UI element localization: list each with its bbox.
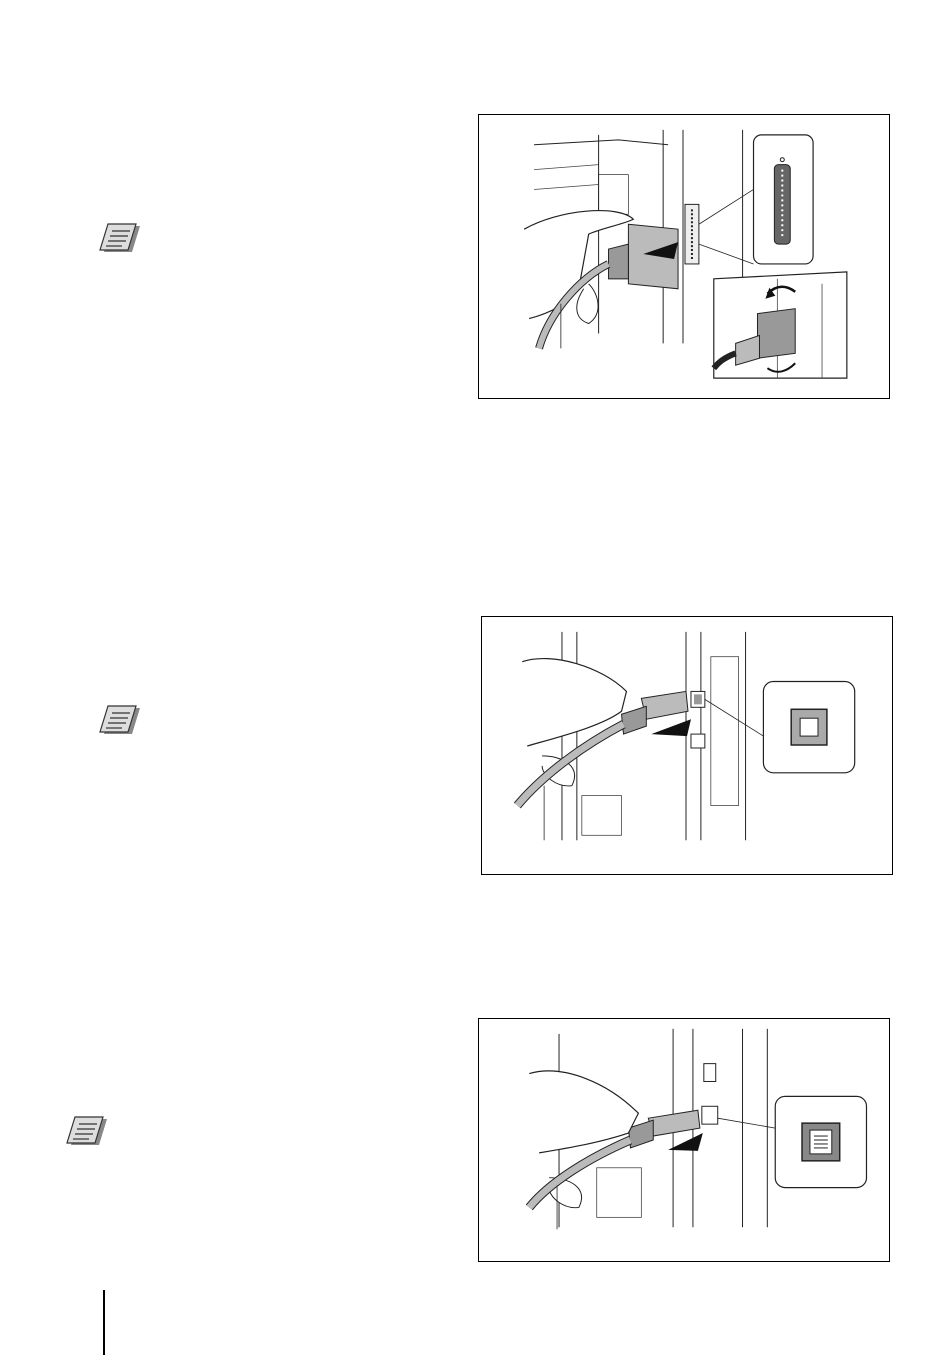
parallel-connection-illustration: [479, 115, 889, 398]
note-icon: [63, 1115, 113, 1151]
network-cable-figure: [478, 1018, 890, 1262]
note-icon: [96, 704, 146, 740]
network-connection-illustration: [479, 1019, 889, 1261]
usb-cable-figure: [481, 616, 893, 875]
parallel-cable-figure: [478, 114, 890, 399]
note-icon: [96, 222, 146, 258]
margin-rule: [103, 1290, 105, 1355]
usb-connection-illustration: [482, 617, 892, 874]
